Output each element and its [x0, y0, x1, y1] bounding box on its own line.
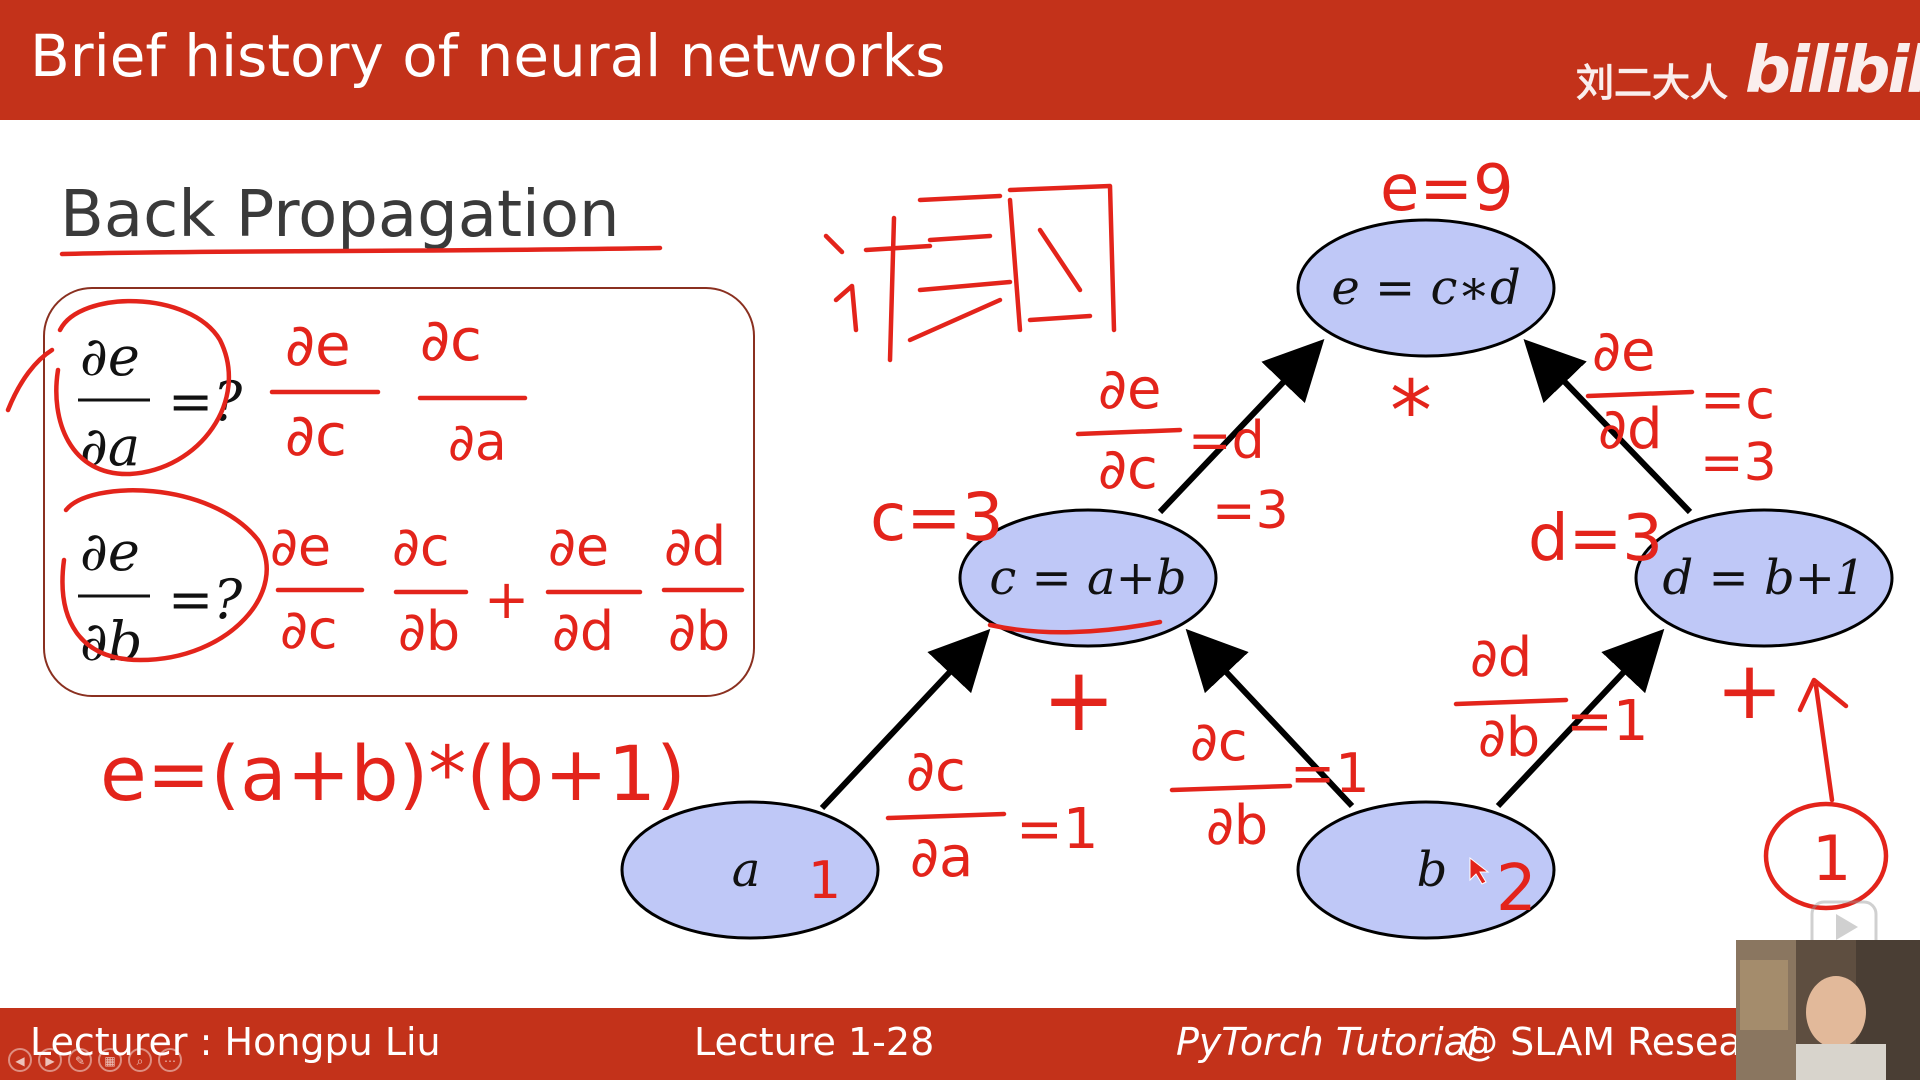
node-e: e = c∗d [1296, 218, 1556, 358]
svg-text:=1: =1 [1016, 797, 1099, 862]
webcam-inset [1736, 940, 1920, 1080]
edge-c-to-e [1157, 338, 1325, 515]
zoom-icon[interactable]: ⌕ [128, 1048, 152, 1072]
formula-a-numerator: ∂e [80, 325, 140, 388]
circle-stroke-b [60, 488, 269, 663]
node-c: c = a+b [958, 508, 1218, 648]
chain-b-d4: ∂b [668, 600, 730, 663]
node-c-label: c = a+b [989, 550, 1186, 606]
formula-b-numerator: ∂e [80, 520, 140, 583]
svg-text:=3: =3 [1212, 481, 1289, 541]
player-controls: ◀ ▶ ✎ ▦ ⌕ ⋯ [8, 1048, 182, 1074]
annot-const-circle [1763, 801, 1889, 911]
chain-b-n3: ∂e [548, 515, 609, 578]
chain-b-d2: ∂b [398, 600, 460, 663]
chain-b-n2: ∂c [392, 515, 450, 578]
annot-b-value: 2 [1496, 852, 1537, 926]
chain-rule-a: ∂e ∂c ∂c ∂a [269, 306, 528, 473]
annot-de-dd: ∂e ∂d =c =3 [1585, 319, 1777, 493]
chain-a-d2: ∂a [448, 413, 507, 473]
annot-mult-op: * [1390, 362, 1432, 460]
svg-text:=d: =d [1188, 411, 1265, 471]
chain-a-d1: ∂c [285, 401, 347, 469]
more-icon[interactable]: ⋯ [158, 1048, 182, 1072]
node-a-label: a [732, 842, 761, 898]
svg-text:∂c: ∂c [1190, 710, 1248, 773]
chain-rule-b: ∂e ∂c ∂c ∂b + ∂e ∂d ∂d ∂b [270, 515, 745, 663]
annot-arrow-const [1797, 677, 1849, 803]
mouse-cursor-icon [1469, 856, 1490, 885]
edge-a-to-c [819, 628, 991, 811]
formula-a-denominator: ∂a [80, 415, 140, 478]
formula-b-rhs: =? [168, 568, 243, 631]
svg-text:∂e: ∂e [1592, 319, 1655, 384]
formula-box [43, 287, 755, 697]
circle-tail-a [5, 347, 55, 413]
edge-b-to-c [1185, 628, 1355, 809]
node-b: b [1296, 800, 1556, 940]
node-e-label: e = c∗d [1331, 260, 1520, 316]
formula-b-denominator: ∂b [80, 610, 143, 673]
watermark-author: 刘二大人 [1576, 61, 1729, 105]
annot-c-value: c=3 [870, 479, 1004, 556]
svg-text:∂e: ∂e [1098, 357, 1161, 422]
chain-b-d1: ∂c [280, 598, 338, 661]
annot-dc-da: ∂c ∂a =1 [885, 739, 1099, 890]
node-a: a [620, 800, 880, 940]
formula-de-da: ∂e ∂a =? [78, 325, 243, 478]
chain-b-n4: ∂d [664, 515, 726, 578]
bilibili-logo: bilibili [1745, 34, 1920, 108]
svg-text:∂a: ∂a [910, 825, 973, 890]
annot-dd-db: ∂d ∂b =1 [1453, 626, 1649, 769]
svg-text:∂b: ∂b [1478, 706, 1540, 769]
annot-plus-c: + [1042, 648, 1116, 751]
chain-b-n1: ∂e [270, 515, 331, 578]
title-underline-stroke [59, 245, 663, 257]
edge-d-to-e [1523, 339, 1693, 515]
svg-text:=1: =1 [1566, 689, 1649, 754]
chain-b-plus: + [484, 568, 529, 631]
svg-text:∂b: ∂b [1206, 794, 1268, 857]
chain-a-n1: ∂e [285, 311, 351, 379]
prev-icon[interactable]: ◀ [8, 1048, 32, 1072]
node-d-label: d = b+1 [1663, 550, 1866, 606]
footer-tutorial: PyTorch Tutorial [1176, 1020, 1478, 1064]
equation-handwritten: e=(a+b)*(b+1) [100, 729, 686, 818]
slides-icon[interactable]: ▦ [98, 1048, 122, 1072]
node-b-label: b [1417, 842, 1448, 898]
svg-text:∂d: ∂d [1598, 397, 1663, 462]
formula-a-rhs: =? [168, 370, 243, 433]
section-title: Back Propagation [60, 178, 620, 252]
svg-text:=1: =1 [1290, 742, 1370, 805]
formula-de-db: ∂e ∂b =? [78, 520, 243, 673]
slide-title: Brief history of neural networks [30, 22, 946, 90]
annot-plus-d: + [1716, 644, 1783, 737]
underline-c-node [987, 619, 1163, 635]
svg-text:∂c: ∂c [1098, 437, 1158, 502]
svg-text:∂d: ∂d [1470, 626, 1532, 689]
annot-de-dc: ∂e ∂c =d =3 [1075, 357, 1289, 541]
svg-text:=3: =3 [1700, 433, 1777, 493]
svg-text:=c: =c [1700, 368, 1775, 431]
node-d: d = b+1 [1634, 508, 1894, 648]
next-icon[interactable]: ▶ [38, 1048, 62, 1072]
edge-b-to-d [1495, 628, 1665, 809]
annot-a-value: 1 [808, 851, 841, 911]
svg-text:∂c: ∂c [906, 739, 966, 804]
annot-const-value: 1 [1812, 822, 1851, 895]
annot-e-value: e=9 [1380, 152, 1514, 226]
footer-bar [0, 1008, 1920, 1080]
pen-icon[interactable]: ✎ [68, 1048, 92, 1072]
annot-d-value: d=3 [1528, 502, 1663, 576]
footer-lab: @ SLAM Resear [1460, 1020, 1758, 1064]
handwriting-computational-graph [823, 183, 1117, 363]
footer-lecture-number: Lecture 1-28 [694, 1020, 935, 1064]
annot-dc-db: ∂c ∂b =1 [1169, 710, 1370, 857]
circle-stroke-a [54, 298, 232, 477]
chain-a-n2: ∂c [420, 306, 482, 374]
title-bar [0, 0, 1920, 120]
chain-b-d3: ∂d [552, 600, 614, 663]
